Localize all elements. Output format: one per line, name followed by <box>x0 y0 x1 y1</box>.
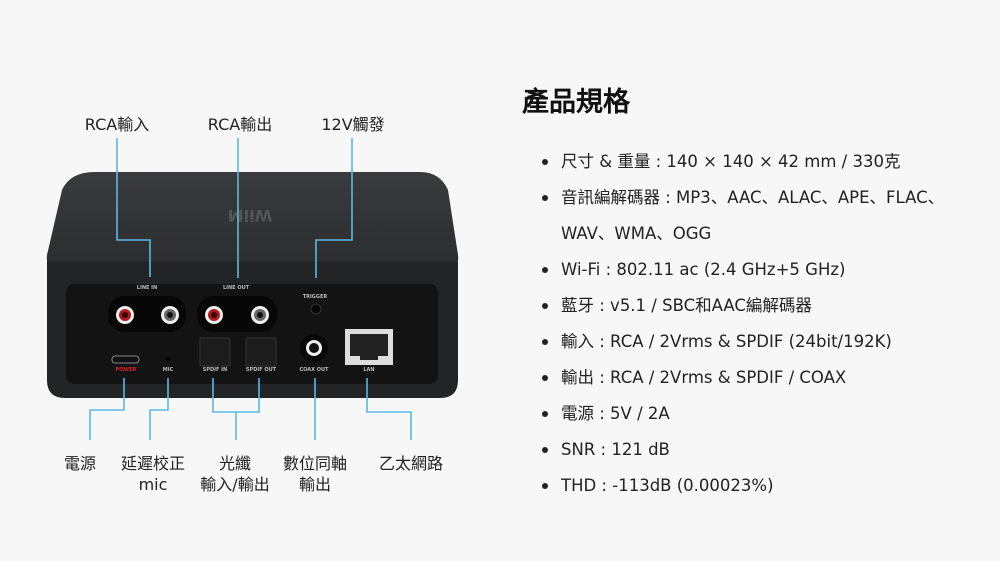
svg-text:LINE OUT: LINE OUT <box>223 285 250 291</box>
spdif-out-port <box>245 337 277 367</box>
spec-wifi: Wi-Fi : 802.11 ac (2.4 GHz+5 GHz) <box>540 252 990 288</box>
callout-line1: 電源 <box>63 454 97 473</box>
lan-port <box>345 329 393 365</box>
svg-text:SPDIF IN: SPDIF IN <box>203 367 227 373</box>
specs-list: 尺寸 & 重量 : 140 × 140 × 42 mm / 330克 音訊編解碼… <box>540 144 990 504</box>
callout-line2: 輸入/輸出 <box>200 475 270 494</box>
svg-text:POWER: POWER <box>116 367 137 373</box>
mic-hole <box>166 357 170 361</box>
callout-ethernet: 乙太網路 <box>379 453 443 474</box>
spec-snr: SNR : 121 dB <box>540 432 990 468</box>
spdif-in-port <box>199 337 231 367</box>
wiim-device-rear-image: WiiM LINE IN LINE OUT TRIGGER POWER MIC … <box>46 138 459 440</box>
coax-out-jack <box>300 334 328 362</box>
callout-line1: 光纖 <box>218 454 251 473</box>
callout-line1: 延遲校正 <box>120 454 186 473</box>
svg-text:LAN: LAN <box>363 367 374 373</box>
spec-size-weight: 尺寸 & 重量 : 140 × 140 × 42 mm / 330克 <box>540 144 990 180</box>
callout-power: 電源 <box>64 453 96 474</box>
callout-12v-trigger: 12V觸發 <box>321 115 385 134</box>
callout-coax: 數位同軸輸出 <box>283 453 347 495</box>
device-logo: WiiM <box>228 206 273 225</box>
callout-rca-output: RCA輸出 <box>207 115 273 134</box>
spec-codecs: 音訊編解碼器 : MP3、AAC、ALAC、APE、FLAC、WAV、WMA、O… <box>540 180 990 252</box>
callout-line1: 數位同軸 <box>282 454 348 473</box>
callout-mic: 延遲校正 mic <box>121 453 185 495</box>
callout-line2: mic <box>138 475 168 494</box>
rca-line-in <box>108 296 186 332</box>
svg-text:SPDIF OUT: SPDIF OUT <box>246 367 277 373</box>
callout-rca-input: RCA輸入 <box>84 115 150 134</box>
spec-thd: THD : -113dB (0.00023%) <box>540 468 990 504</box>
svg-text:COAX OUT: COAX OUT <box>300 367 330 373</box>
spec-input: 輸入 : RCA / 2Vrms & SPDIF (24bit/192K) <box>540 324 990 360</box>
spec-power: 電源 : 5V / 2A <box>540 396 990 432</box>
callout-line1: 乙太網路 <box>378 454 444 473</box>
rca-line-out <box>197 296 277 332</box>
svg-text:MIC: MIC <box>163 367 174 373</box>
callout-lines <box>89 138 412 440</box>
callout-line2: 輸出 <box>298 475 332 494</box>
usb-c-power-port <box>111 355 140 364</box>
specs-title: 產品規格 <box>522 87 630 118</box>
svg-text:LINE IN: LINE IN <box>137 285 157 291</box>
trigger-jack <box>310 303 322 315</box>
spec-output: 輸出 : RCA / 2Vrms & SPDIF / COAX <box>540 360 990 396</box>
callout-optical: 光纖輸入/輸出 <box>200 453 269 495</box>
svg-text:TRIGGER: TRIGGER <box>303 294 328 300</box>
spec-bluetooth: 藍牙 : v5.1 / SBC和AAC編解碼器 <box>540 288 990 324</box>
